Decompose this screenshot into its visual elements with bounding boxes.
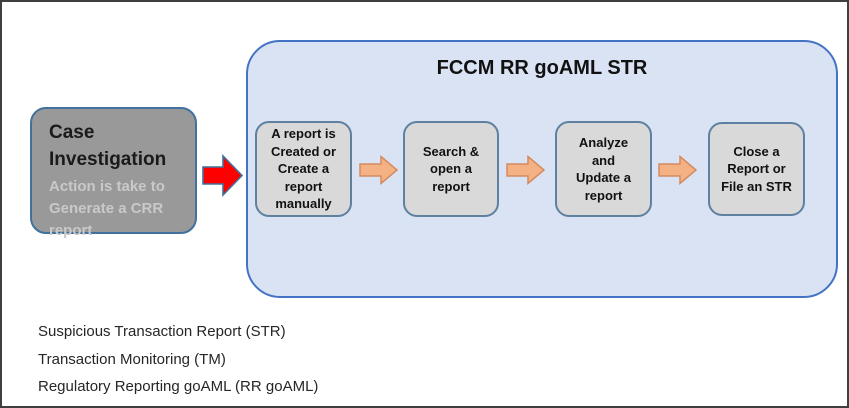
flow-step-create-report: A report is Created or Create a report m… bbox=[255, 121, 352, 217]
red-arrow-icon bbox=[202, 154, 244, 197]
flow-step-label: A report is Created or Create a report m… bbox=[270, 126, 337, 212]
legend-item-goaml: Regulatory Reporting goAML (RR goAML) bbox=[38, 378, 319, 395]
legend: Suspicious Transaction Report (STR) Tran… bbox=[38, 318, 318, 401]
legend-item-tm: Transaction Monitoring (TM) bbox=[38, 350, 226, 368]
flow-step-close-file: Close a Report or File an STR bbox=[708, 122, 805, 216]
case-investigation-title: Case Investigation bbox=[49, 122, 167, 170]
fccm-container-title: FCCM RR goAML STR bbox=[436, 57, 648, 79]
flow-step-label: Analyze and Update a report bbox=[576, 135, 631, 203]
flow-step-label: Search & open a report bbox=[422, 143, 480, 194]
flow-arrow-icon bbox=[359, 155, 399, 185]
case-investigation-subtitle: Action is take to Generate a CRR report bbox=[49, 178, 165, 239]
case-investigation-box: Case Investigation Action is take to Gen… bbox=[30, 107, 197, 239]
flow-arrow-icon bbox=[658, 155, 698, 185]
flow-step-analyze-update: Analyze and Update a report bbox=[555, 121, 652, 217]
flow-step-search-open: Search & open a report bbox=[403, 121, 499, 217]
flow-arrow-icon bbox=[506, 155, 546, 185]
legend-item-str: Suspicious Transaction Report (STR) bbox=[38, 323, 286, 340]
flow-step-label: Close a Report or File an STR bbox=[721, 143, 792, 194]
